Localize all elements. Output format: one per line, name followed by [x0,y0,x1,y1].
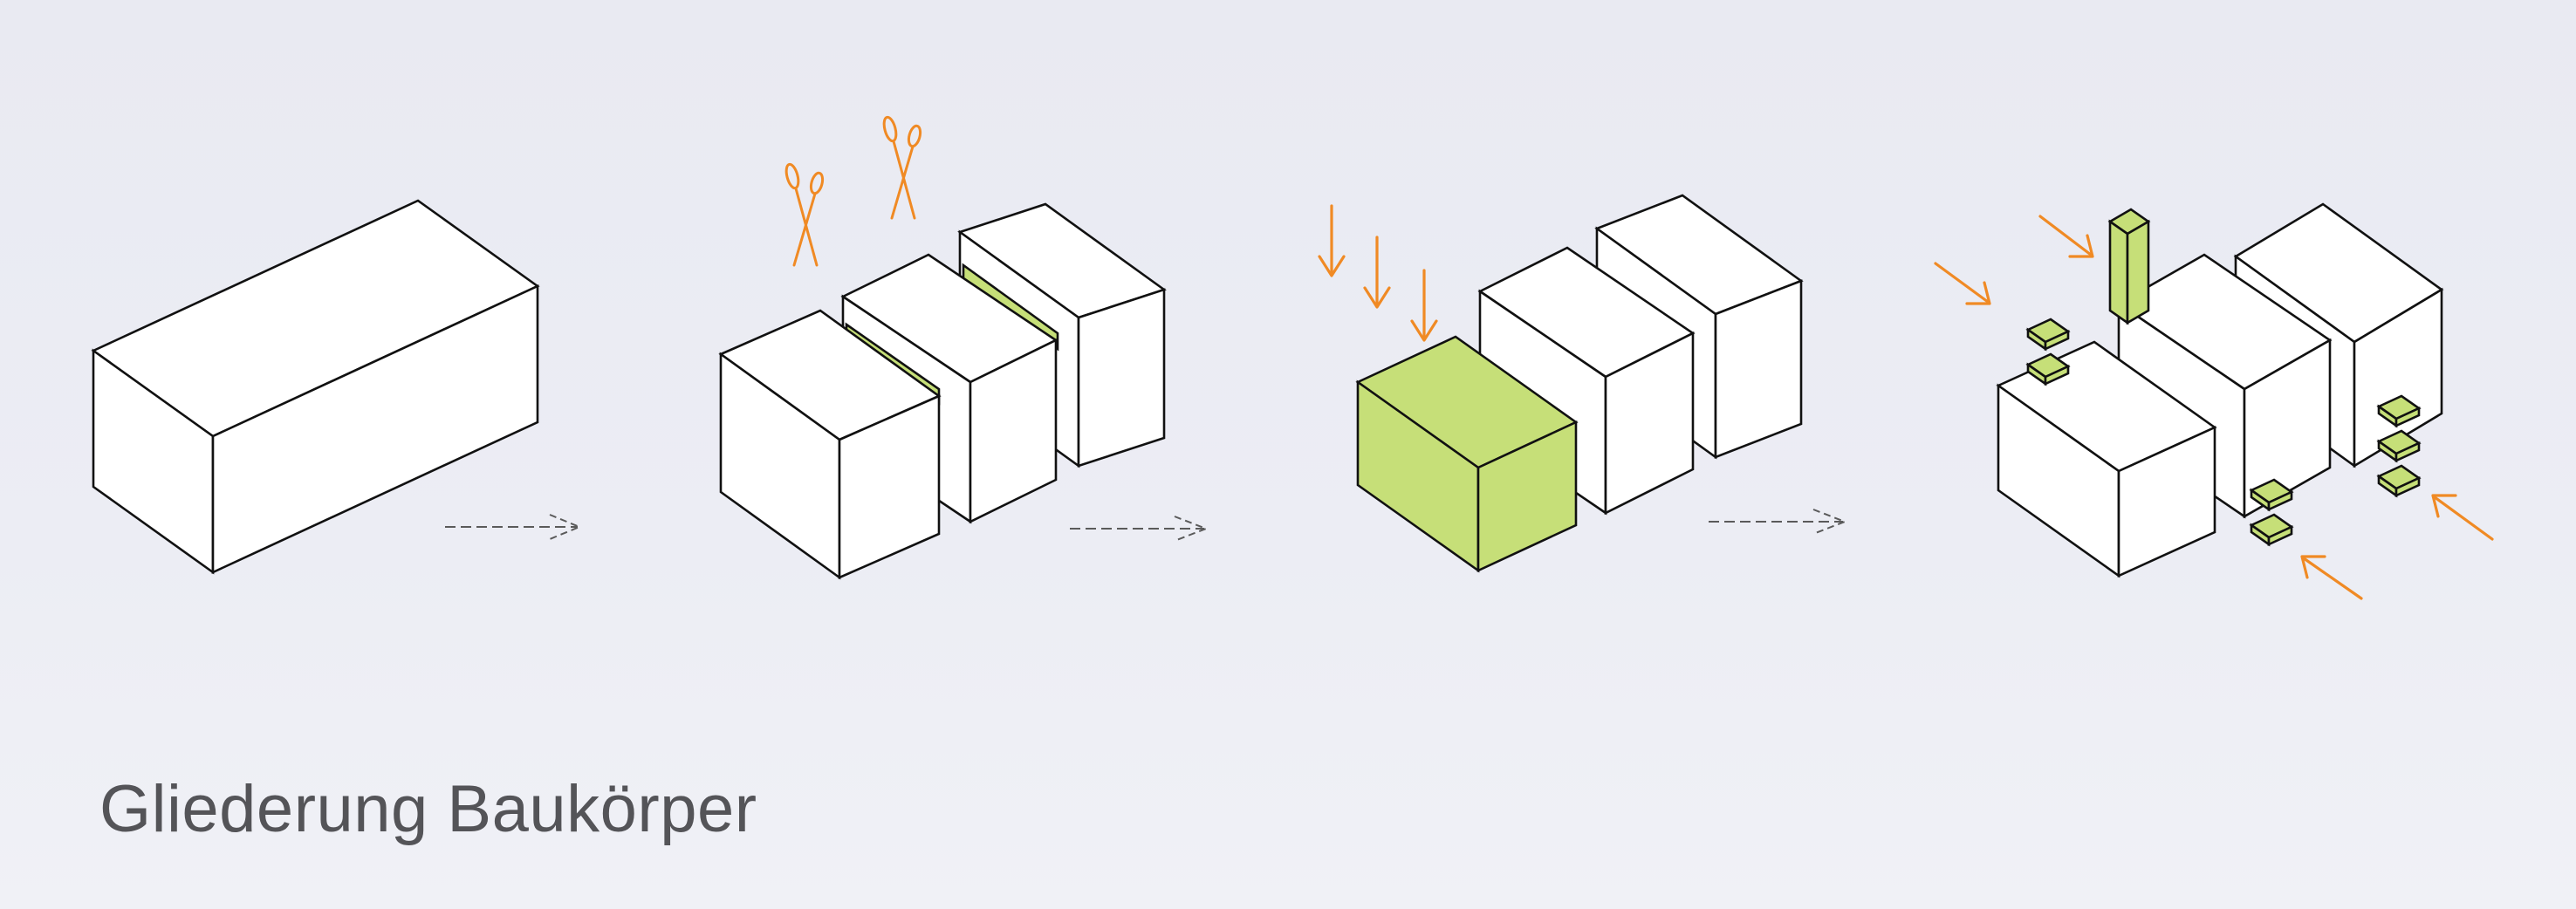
stage-1-single-volume [91,199,582,575]
arrow-icon [1934,262,1991,305]
slab-volume [2249,513,2294,547]
volume-front [718,309,942,580]
slab-volume [2376,429,2422,463]
arrow-icon [1363,236,1391,309]
volume-main [91,199,540,575]
arrow-icon [2038,215,2094,258]
slab-volume [2249,478,2294,512]
volume-front [1996,340,2217,578]
arrow-icon [2300,555,2363,600]
slab-volume [2025,318,2071,352]
slab-volume [2376,464,2422,498]
slab-volume [2025,352,2071,386]
stage-2-split-volumes [718,115,1209,580]
arrow-icon [1410,269,1438,342]
tower-volume [2107,208,2151,325]
stage-3-lowered-volume [1318,194,1847,573]
dashed-arrow-icon [445,514,582,540]
diagram-caption: Gliederung Baukörper [99,772,757,846]
arrow-icon [1318,204,1346,277]
slab-volume [2376,394,2422,428]
scissors-icon [882,115,922,220]
dashed-arrow-icon [1070,516,1209,542]
dashed-arrow-icon [1709,509,1847,535]
stage-4-articulated-volumes [1934,202,2494,600]
scissors-icon [784,162,825,267]
arrow-icon [2431,494,2494,541]
volume-front-lowered [1355,335,1579,573]
